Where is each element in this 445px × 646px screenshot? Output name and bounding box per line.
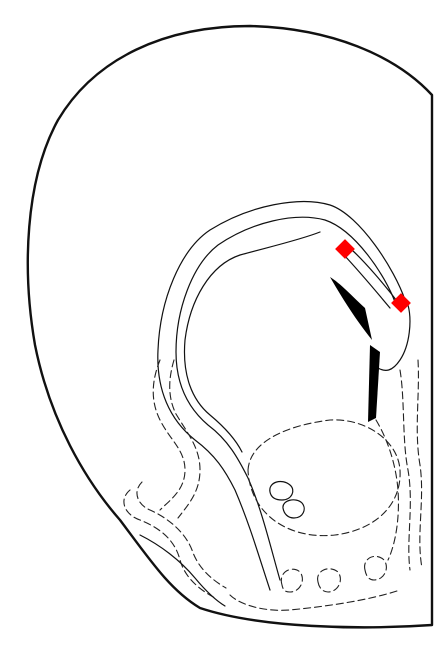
corpus-callosum-outer [158,202,405,590]
lateral-ventricle-upper [330,277,372,340]
ventral-loop-2 [318,569,341,592]
medial-dashed-column-2 [417,360,422,568]
hemisphere-outline [28,26,432,627]
anterior-commissure-upper [270,481,293,500]
external-capsule [378,305,410,370]
ventral-loop-1 [281,569,302,592]
medial-dashed-column-1 [400,370,410,570]
corpus-callosum-inner [176,217,395,580]
anterior-commissure-lower [283,500,304,518]
striatum-border [184,232,320,452]
striatal-region-dashed [248,420,400,536]
lateral-ventricle-lower [368,345,380,422]
lateral-dashed-border-2 [170,360,200,518]
ventral-dashed-2 [137,482,226,588]
ventral-loop-3 [365,556,387,580]
ventral-cluster [230,590,400,610]
